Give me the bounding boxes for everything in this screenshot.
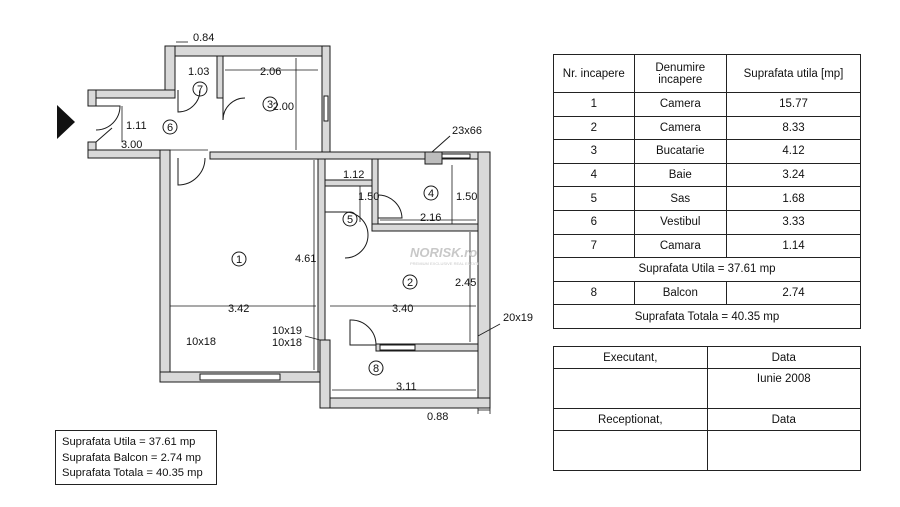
- executant-signature: [553, 368, 708, 409]
- dim-label: 1.50: [358, 191, 379, 203]
- dimension-lines: [96, 41, 501, 414]
- total-row: Suprafata Totala = 40.35 mp: [553, 304, 861, 329]
- windows: [199, 95, 471, 381]
- summary-useful: Suprafata Utila = 37.61 mp: [62, 436, 196, 448]
- table-row: 8 Balcon 2.74: [553, 280, 861, 306]
- summary-balcony: Suprafata Balcon = 2.74 mp: [62, 451, 202, 464]
- dim-label: 10x18: [186, 336, 216, 348]
- dim-label: 4.61: [295, 253, 316, 265]
- receptionat-label: Receptionat,: [553, 408, 708, 431]
- data-label: Data: [706, 346, 861, 369]
- cell-nr: 7: [553, 233, 635, 259]
- cell-nr: 2: [553, 115, 635, 141]
- dim-label: 3.11: [396, 381, 417, 393]
- subtotal-cell: Suprafata Utila = 37.61 mp: [553, 257, 861, 282]
- table-header-row: Nr. incapere Denumire incapere Suprafata…: [553, 54, 861, 93]
- cell-name: Balcon: [633, 280, 728, 306]
- cell-name: Bucatarie: [633, 139, 728, 164]
- dimension-labels: 0.84 1.03 2.06 1.11 2.00 3.00 23x66 1.12…: [121, 32, 533, 420]
- room-number: 5: [347, 214, 353, 226]
- sign-header-row: Executant, Data: [553, 346, 861, 369]
- dim-label: 3.42: [228, 303, 249, 315]
- entry-arrow-icon: [57, 105, 75, 139]
- signature-table: Executant, Data Iunie 2008 Receptionat, …: [553, 346, 861, 471]
- area-summary: Suprafata Utila = 37.61 mp Suprafata Bal…: [55, 430, 217, 485]
- cell-nr: 4: [553, 162, 635, 188]
- cell-name: Vestibul: [633, 209, 728, 235]
- room-number: 2: [407, 277, 413, 289]
- floor-plan: NORISK.ro PREMIUM EXCLUSIVE REAL ESTATE …: [57, 32, 533, 420]
- rooms-table: Nr. incapere Denumire incapere Suprafata…: [553, 54, 861, 329]
- room-numbers: 1 2 3 4 5 6 7 8: [167, 84, 434, 375]
- room-markers: [162, 81, 439, 376]
- cell-area: 2.74: [726, 280, 861, 306]
- summary-total: Suprafata Totala = 40.35 mp: [62, 467, 203, 479]
- receptionat-signature: [553, 430, 708, 471]
- dim-label: 3.00: [121, 139, 142, 151]
- cell-area: 15.77: [726, 92, 861, 117]
- cell-area: 3.24: [726, 162, 861, 188]
- dim-label: 10x19: [272, 325, 302, 337]
- sign-header-row: Receptionat, Data: [553, 408, 861, 431]
- table-row: 4 Baie 3.24: [553, 162, 861, 188]
- dim-label: 10x18: [272, 337, 302, 349]
- table-row: 3 Bucatarie 4.12: [553, 139, 861, 164]
- doors: [95, 89, 403, 346]
- cell-area: 4.12: [726, 139, 861, 164]
- dim-label: 1.12: [343, 169, 364, 181]
- cell-nr: 3: [553, 139, 635, 164]
- cell-area: 3.33: [726, 209, 861, 235]
- watermark-subtitle: PREMIUM EXCLUSIVE REAL ESTATE: [410, 261, 480, 266]
- table-row: 2 Camera 8.33: [553, 115, 861, 141]
- watermark-logo: NORISK.ro: [410, 245, 477, 260]
- dim-label: 3.40: [392, 303, 413, 315]
- table-row: 5 Sas 1.68: [553, 186, 861, 211]
- total-cell: Suprafata Totala = 40.35 mp: [553, 304, 861, 329]
- dim-label: 1.03: [188, 66, 209, 78]
- dim-label: 1.11: [126, 120, 147, 132]
- cell-name: Camera: [633, 92, 728, 117]
- dim-label: 23x66: [452, 125, 482, 137]
- room-number: 7: [197, 84, 203, 96]
- dim-label: 0.84: [193, 32, 214, 44]
- dim-label: 20x19: [503, 312, 533, 324]
- subtotal-row: Suprafata Utila = 37.61 mp: [553, 257, 861, 282]
- cell-name: Camara: [633, 233, 728, 259]
- executant-label: Executant,: [553, 346, 708, 369]
- room-number: 4: [428, 188, 434, 200]
- table-row: 7 Camara 1.14: [553, 233, 861, 259]
- header-name: Denumire incapere: [633, 54, 728, 93]
- sign-value-row: [553, 430, 861, 471]
- cell-name: Sas: [633, 186, 728, 211]
- dim-label: 0.88: [427, 411, 448, 420]
- room-number: 3: [267, 99, 273, 111]
- dim-label: 2.00: [273, 101, 294, 113]
- dim-label: 2.45: [455, 277, 476, 289]
- dim-label: 2.16: [420, 212, 441, 224]
- dim-label: 2.06: [260, 66, 281, 78]
- cell-nr: 1: [553, 92, 635, 117]
- cell-nr: 8: [553, 280, 635, 306]
- dim-label: 1.50: [456, 191, 477, 203]
- room-number: 1: [236, 254, 242, 266]
- data-label: Data: [706, 408, 861, 431]
- cell-area: 8.33: [726, 115, 861, 141]
- cell-name: Baie: [633, 162, 728, 188]
- cell-name: Camera: [633, 115, 728, 141]
- date-blank: [706, 430, 861, 471]
- header-area: Suprafata utila [mp]: [726, 54, 861, 93]
- sign-value-row: Iunie 2008: [553, 368, 861, 409]
- cell-area: 1.14: [726, 233, 861, 259]
- cell-nr: 5: [553, 186, 635, 211]
- cell-nr: 6: [553, 209, 635, 235]
- date-value: Iunie 2008: [706, 368, 861, 409]
- table-row: 6 Vestibul 3.33: [553, 209, 861, 235]
- table-row: 1 Camera 15.77: [553, 92, 861, 117]
- vent-duct: [424, 135, 451, 165]
- cell-area: 1.68: [726, 186, 861, 211]
- room-number: 8: [373, 363, 379, 375]
- room-number: 6: [167, 122, 173, 134]
- header-nr: Nr. incapere: [553, 54, 635, 93]
